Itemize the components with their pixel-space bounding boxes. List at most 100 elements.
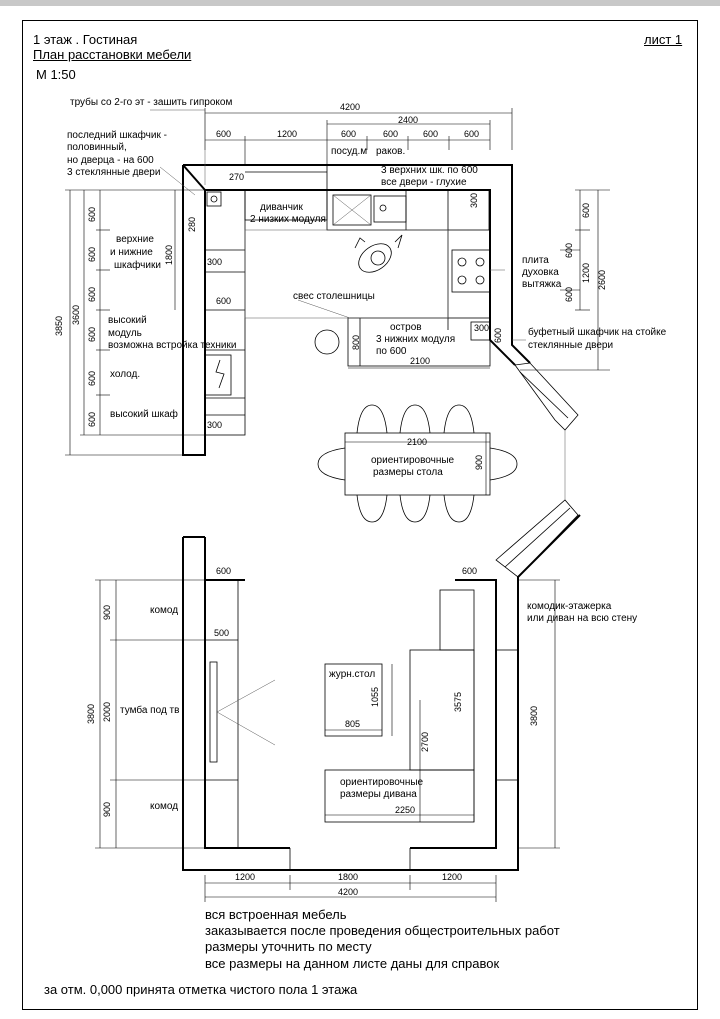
dim-2100-island: 2100 <box>410 356 431 366</box>
dim-805: 805 <box>345 719 361 729</box>
note-fridge: холод. <box>110 369 141 380</box>
dim-600-f: 600 <box>216 296 232 306</box>
note-sofa-small-1: диванчик <box>260 202 303 213</box>
note-sofa-1: ориентировочные <box>340 777 424 788</box>
dim-600-lr: 600 <box>462 566 478 576</box>
note-dresser-top: комод <box>150 605 179 616</box>
note-1: вся встроенная мебель <box>205 907 347 922</box>
dim-1800-b: 1800 <box>338 872 359 882</box>
note-stove-2: духовка <box>522 267 559 278</box>
note-dresser-bottom: комод <box>150 801 179 812</box>
note-coffee-table: журн.стол <box>329 669 376 680</box>
dim-2000-l: 2000 <box>102 701 112 722</box>
note-table-1: ориентировочные <box>371 455 455 466</box>
note-tall-cabinet: высокий шкаф <box>110 409 178 420</box>
note-upper-lower-3: шкафчики <box>114 260 161 271</box>
note-tall-module-1: высокий <box>108 315 147 326</box>
note-sofa-small-2: 2 низких модуля <box>250 214 326 225</box>
dim-3800-r: 3800 <box>529 705 539 726</box>
dim-4200-top: 4200 <box>340 102 361 112</box>
note-sofa-2: размеры дивана <box>340 789 417 800</box>
dim-600-r1: 600 <box>581 202 591 218</box>
dining-table <box>317 404 518 523</box>
dim-280: 280 <box>187 216 197 232</box>
footer-note: за отм. 0,000 принята отметка чистого по… <box>44 982 358 997</box>
note-shelf-1: комодик-этажерка <box>527 601 612 612</box>
plan-title: План расстановки мебели <box>33 47 192 62</box>
top-counter <box>244 165 490 231</box>
dim-600-l2: 600 <box>87 246 97 262</box>
dim-600-l4: 600 <box>87 326 97 342</box>
note-buffet-2: стеклянные двери <box>528 340 614 351</box>
dim-600-island: 600 <box>493 327 503 343</box>
dim-600-e: 600 <box>464 129 480 139</box>
dim-270: 270 <box>229 172 245 182</box>
dim-600-a: 600 <box>216 129 232 139</box>
note-upper-3-1: 3 верхних шк. по 600 <box>381 165 478 176</box>
dim-600-ll: 600 <box>216 566 232 576</box>
note-pipes: трубы со 2-го эт - зашить гипроком <box>70 97 233 108</box>
dim-600-r2: 600 <box>564 242 574 258</box>
dim-2250: 2250 <box>395 805 416 815</box>
note-dishwasher: посуд.м <box>331 146 368 157</box>
note-island-2: 3 нижних модуля <box>376 334 456 345</box>
dim-600-b: 600 <box>341 129 357 139</box>
dim-4200-b: 4200 <box>338 887 359 897</box>
note-island-1: остров <box>390 322 422 333</box>
dim-2600-r: 2600 <box>597 269 607 290</box>
dim-3800-l: 3800 <box>86 703 96 724</box>
dim-300-b: 300 <box>207 420 223 430</box>
note-stove-1: плита <box>522 255 549 266</box>
note-stove-3: вытяжка <box>522 279 562 290</box>
stove <box>447 230 491 330</box>
dim-2400: 2400 <box>398 115 419 125</box>
dim-600-c: 600 <box>383 129 399 139</box>
dim-300-a: 300 <box>207 257 223 267</box>
dim-2700: 2700 <box>420 731 430 752</box>
dim-1200-a: 1200 <box>277 129 298 139</box>
dim-600-l1: 600 <box>87 206 97 222</box>
dim-1800-v: 1800 <box>164 244 174 265</box>
note-buffet-1: буфетный шкафчик на стойке <box>528 327 667 338</box>
island <box>244 229 491 367</box>
note-upper-lower-2: и нижние <box>110 247 153 258</box>
scale-label: М 1:50 <box>36 67 76 82</box>
dim-1200-b2: 1200 <box>442 872 463 882</box>
note-tv-stand: тумба под тв <box>120 705 180 716</box>
dimension-lines <box>65 108 610 902</box>
living-walls <box>182 430 581 871</box>
dim-1055: 1055 <box>370 686 380 707</box>
note-upper-3-2: все двери - глухие <box>381 177 467 188</box>
left-cabinets <box>204 189 246 436</box>
dim-1200-b1: 1200 <box>235 872 256 882</box>
note-3: размеры уточнить по месту <box>205 939 372 954</box>
dim-3600: 3600 <box>71 304 81 325</box>
sheet-number: лист 1 <box>644 32 683 47</box>
note-island-3: по 600 <box>376 346 407 357</box>
dim-600-r3: 600 <box>564 286 574 302</box>
top-border-bar <box>0 0 720 6</box>
note-last-cabinet-2: половинный, <box>67 142 127 153</box>
note-2: заказывается после проведения общестроит… <box>205 923 560 938</box>
living-furniture <box>205 580 519 848</box>
dim-600-l3: 600 <box>87 286 97 302</box>
dim-900-table: 900 <box>474 454 484 470</box>
dim-300-island: 300 <box>474 323 490 333</box>
note-overhang: свес столешницы <box>293 291 375 302</box>
dim-3850: 3850 <box>54 315 64 336</box>
dim-500: 500 <box>214 628 230 638</box>
dim-800-island: 800 <box>351 334 361 350</box>
dim-900-l2: 900 <box>102 801 112 817</box>
floor-room-title: 1 этаж . Гостиная <box>33 32 138 47</box>
note-tall-module-3: возможна встройка техники <box>108 340 237 351</box>
note-tall-module-2: модуль <box>108 328 142 339</box>
person-figure <box>354 234 403 273</box>
dim-3575: 3575 <box>453 691 463 712</box>
dim-600-d: 600 <box>423 129 439 139</box>
dim-2100-table: 2100 <box>407 437 428 447</box>
dim-900-l1: 900 <box>102 604 112 620</box>
sheet-frame <box>22 20 698 1010</box>
note-table-2: размеры стола <box>373 467 443 478</box>
note-4: все размеры на данном листе даны для спр… <box>205 956 500 971</box>
